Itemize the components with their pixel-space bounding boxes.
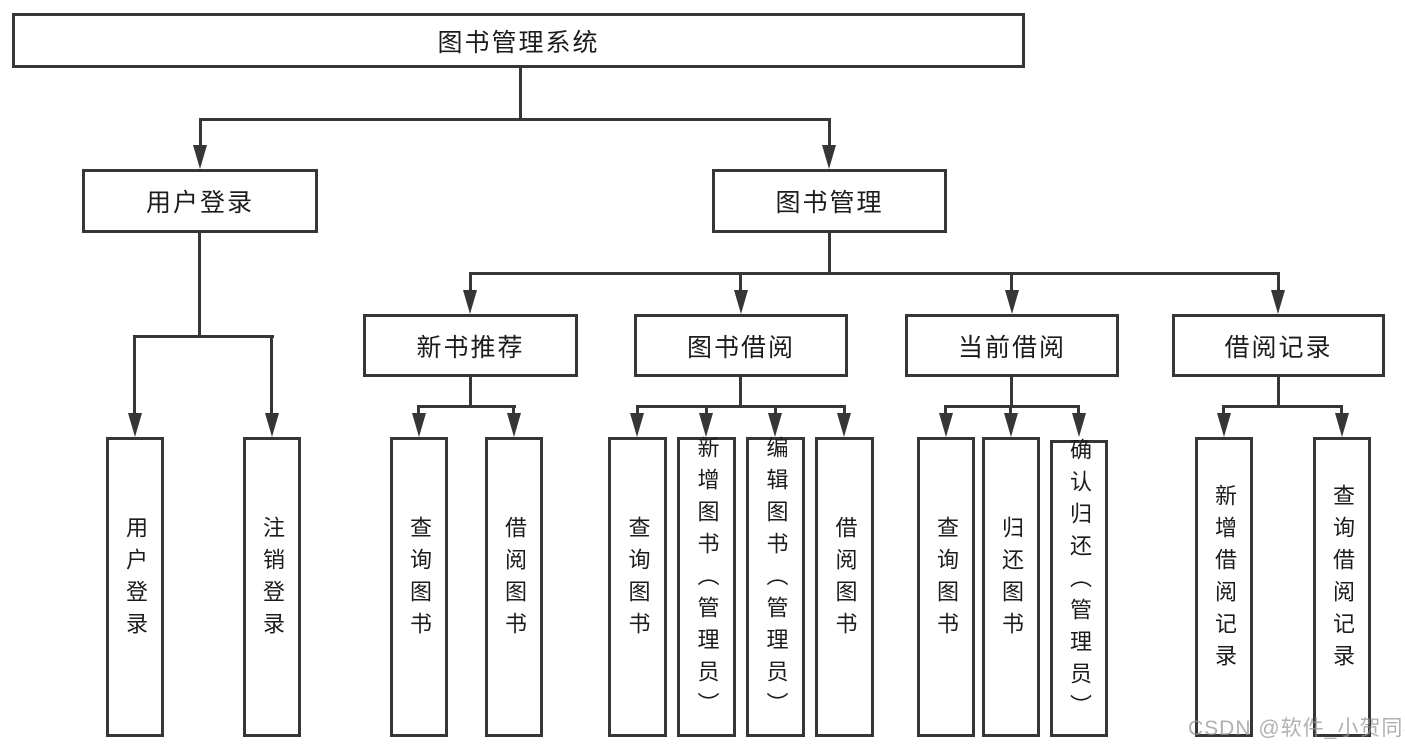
node-current-borrowing-label: 当前借阅 — [957, 333, 1066, 362]
connector-vline — [1277, 272, 1280, 294]
connector-vline — [774, 405, 777, 417]
connector-vline — [944, 405, 947, 417]
node-book-borrowing: 图书借阅 — [634, 314, 848, 377]
leaf-user-login: 用户登录 — [106, 437, 164, 737]
connector-vline — [636, 405, 639, 417]
leaf-borrow-books-recommend-label: 借阅图书 — [502, 516, 527, 644]
arrow-down-icon — [507, 413, 521, 437]
leaf-query-books-recommend-label: 查询图书 — [407, 516, 432, 644]
node-book-management-label: 图书管理 — [775, 189, 884, 217]
arrow-down-icon — [1005, 290, 1019, 314]
connector-vline — [1340, 405, 1343, 417]
watermark: CSDN @软件_小贺同学 — [1188, 717, 1405, 740]
connector-vline — [1010, 377, 1013, 407]
leaf-return-book-label: 归还图书 — [999, 516, 1024, 644]
leaf-confirm-return-admin: 确认归还（管理员） — [1050, 437, 1108, 737]
leaf-query-borrow-record: 查询借阅记录 — [1313, 437, 1371, 737]
connector-vline — [705, 405, 708, 417]
connector-hline — [946, 405, 1079, 408]
arrow-down-icon — [939, 413, 953, 437]
connector-vline — [512, 405, 515, 417]
arrow-down-icon — [822, 145, 836, 169]
arrow-down-icon — [193, 145, 207, 169]
arrow-down-icon — [1217, 413, 1231, 437]
leaf-user-login-label: 用户登录 — [123, 516, 148, 644]
leaf-add-borrow-record: 新增借阅记录 — [1195, 437, 1253, 737]
arrow-down-icon — [630, 413, 644, 437]
leaf-query-books-borrowing-label: 查询图书 — [625, 516, 651, 644]
connector-vline — [1077, 405, 1080, 417]
leaf-add-book-admin: 新增图书（管理员） — [677, 436, 736, 737]
arrow-down-icon — [1072, 413, 1086, 437]
node-new-book-recommend: 新书推荐 — [363, 314, 578, 377]
connector-vline — [519, 66, 522, 120]
leaf-edit-book-admin-label: 编辑图书（管理员） — [763, 436, 789, 724]
leaf-edit-book-admin: 编辑图书（管理员） — [746, 436, 805, 737]
connector-vline — [198, 233, 201, 337]
connector-hline — [134, 335, 274, 338]
leaf-logout: 注销登录 — [243, 437, 301, 737]
leaf-query-books-borrowing: 查询图书 — [608, 437, 667, 737]
leaf-borrow-books-recommend: 借阅图书 — [485, 437, 543, 737]
connector-hline — [419, 405, 516, 408]
connector-vline — [739, 272, 742, 294]
node-user-login: 用户登录 — [82, 169, 318, 233]
connector-vline — [1010, 272, 1013, 294]
connector-vline — [469, 377, 472, 407]
node-user-login-label: 用户登录 — [145, 189, 254, 217]
arrow-down-icon — [1004, 413, 1018, 437]
leaf-borrow-books-borrowing-label: 借阅图书 — [832, 516, 858, 644]
connector-vline — [828, 118, 831, 148]
leaf-confirm-return-admin-label: 确认归还（管理员） — [1067, 437, 1092, 726]
arrow-down-icon — [734, 290, 748, 314]
node-book-management: 图书管理 — [712, 169, 947, 233]
node-current-borrowing: 当前借阅 — [905, 314, 1119, 377]
leaf-borrow-books-borrowing: 借阅图书 — [815, 437, 874, 737]
node-root-label: 图书管理系统 — [437, 28, 600, 57]
connector-vline — [739, 377, 742, 407]
connector-vline — [469, 272, 472, 294]
leaf-add-borrow-record-label: 新增借阅记录 — [1212, 484, 1237, 676]
arrow-down-icon — [768, 413, 782, 437]
node-borrowing-records: 借阅记录 — [1172, 314, 1385, 377]
connector-vline — [1277, 377, 1280, 407]
leaf-query-books-current: 查询图书 — [917, 437, 975, 737]
node-root: 图书管理系统 — [12, 13, 1025, 68]
arrow-down-icon — [837, 413, 851, 437]
leaf-query-books-recommend: 查询图书 — [390, 437, 448, 737]
leaf-add-book-admin-label: 新增图书（管理员） — [694, 436, 720, 724]
connector-vline — [133, 335, 136, 417]
connector-vline — [843, 405, 846, 417]
arrow-down-icon — [1335, 413, 1349, 437]
leaf-query-books-current-label: 查询图书 — [934, 516, 959, 644]
leaf-logout-label: 注销登录 — [260, 516, 285, 644]
connector-vline — [199, 118, 202, 148]
connector-hline — [470, 272, 1280, 275]
node-new-book-recommend-label: 新书推荐 — [416, 333, 525, 362]
node-book-borrowing-label: 图书借阅 — [686, 333, 795, 362]
arrow-down-icon — [699, 413, 713, 437]
leaf-query-borrow-record-label: 查询借阅记录 — [1330, 484, 1355, 676]
arrow-down-icon — [265, 413, 279, 437]
connector-hline — [637, 405, 845, 408]
connector-vline — [270, 335, 273, 417]
connector-vline — [1009, 405, 1012, 417]
connector-hline — [1224, 405, 1342, 408]
arrow-down-icon — [463, 290, 477, 314]
connector-vline — [828, 233, 831, 274]
leaf-return-book: 归还图书 — [982, 437, 1040, 737]
connector-vline — [1222, 405, 1225, 417]
connector-hline — [199, 118, 831, 121]
node-borrowing-records-label: 借阅记录 — [1224, 333, 1333, 362]
arrow-down-icon — [128, 413, 142, 437]
arrow-down-icon — [412, 413, 426, 437]
arrow-down-icon — [1271, 290, 1285, 314]
connector-vline — [417, 405, 420, 417]
